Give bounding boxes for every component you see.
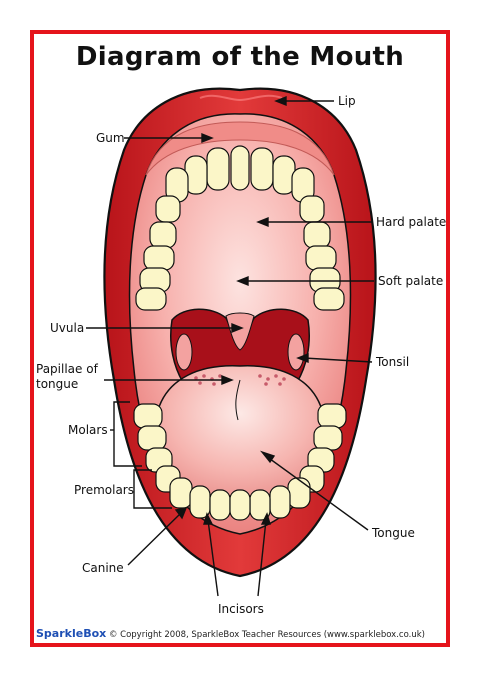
- upper-lip-highlight: [199, 94, 283, 102]
- label-gum: Gum: [96, 131, 125, 145]
- label-papillae-line2: tongue: [36, 377, 78, 391]
- label-papillae-line1: Papillae of: [36, 362, 99, 376]
- label-canine: Canine: [82, 561, 124, 575]
- footer: SparkleBox © Copyright 2008, SparkleBox …: [36, 627, 446, 640]
- tonsil-right: [287, 333, 305, 371]
- upper-teeth: [135, 145, 345, 311]
- label-lip: Lip: [338, 94, 356, 108]
- label-uvula: Uvula: [50, 321, 84, 335]
- copyright-text: © Copyright 2008, SparkleBox Teacher Res…: [108, 630, 425, 640]
- uvula: [225, 312, 255, 351]
- tongue-midline: [235, 379, 241, 421]
- leader-lines: [86, 95, 374, 597]
- label-tongue: Tongue: [371, 526, 415, 540]
- label-hard-palate: Hard palate: [376, 215, 446, 229]
- label-molars: Molars: [68, 423, 108, 437]
- label-tonsil: Tonsil: [375, 355, 409, 369]
- upper-gum: [145, 121, 335, 176]
- papillae: [194, 374, 286, 386]
- brand-logo: SparkleBox: [36, 627, 107, 640]
- brackets: [110, 401, 172, 509]
- label-premolars: Premolars: [74, 483, 134, 497]
- lower-teeth: [133, 403, 347, 521]
- tonsil-left: [175, 333, 193, 371]
- label-soft-palate: Soft palate: [378, 274, 443, 288]
- label-incisors: Incisors: [218, 602, 264, 616]
- page-title: Diagram of the Mouth: [75, 42, 405, 72]
